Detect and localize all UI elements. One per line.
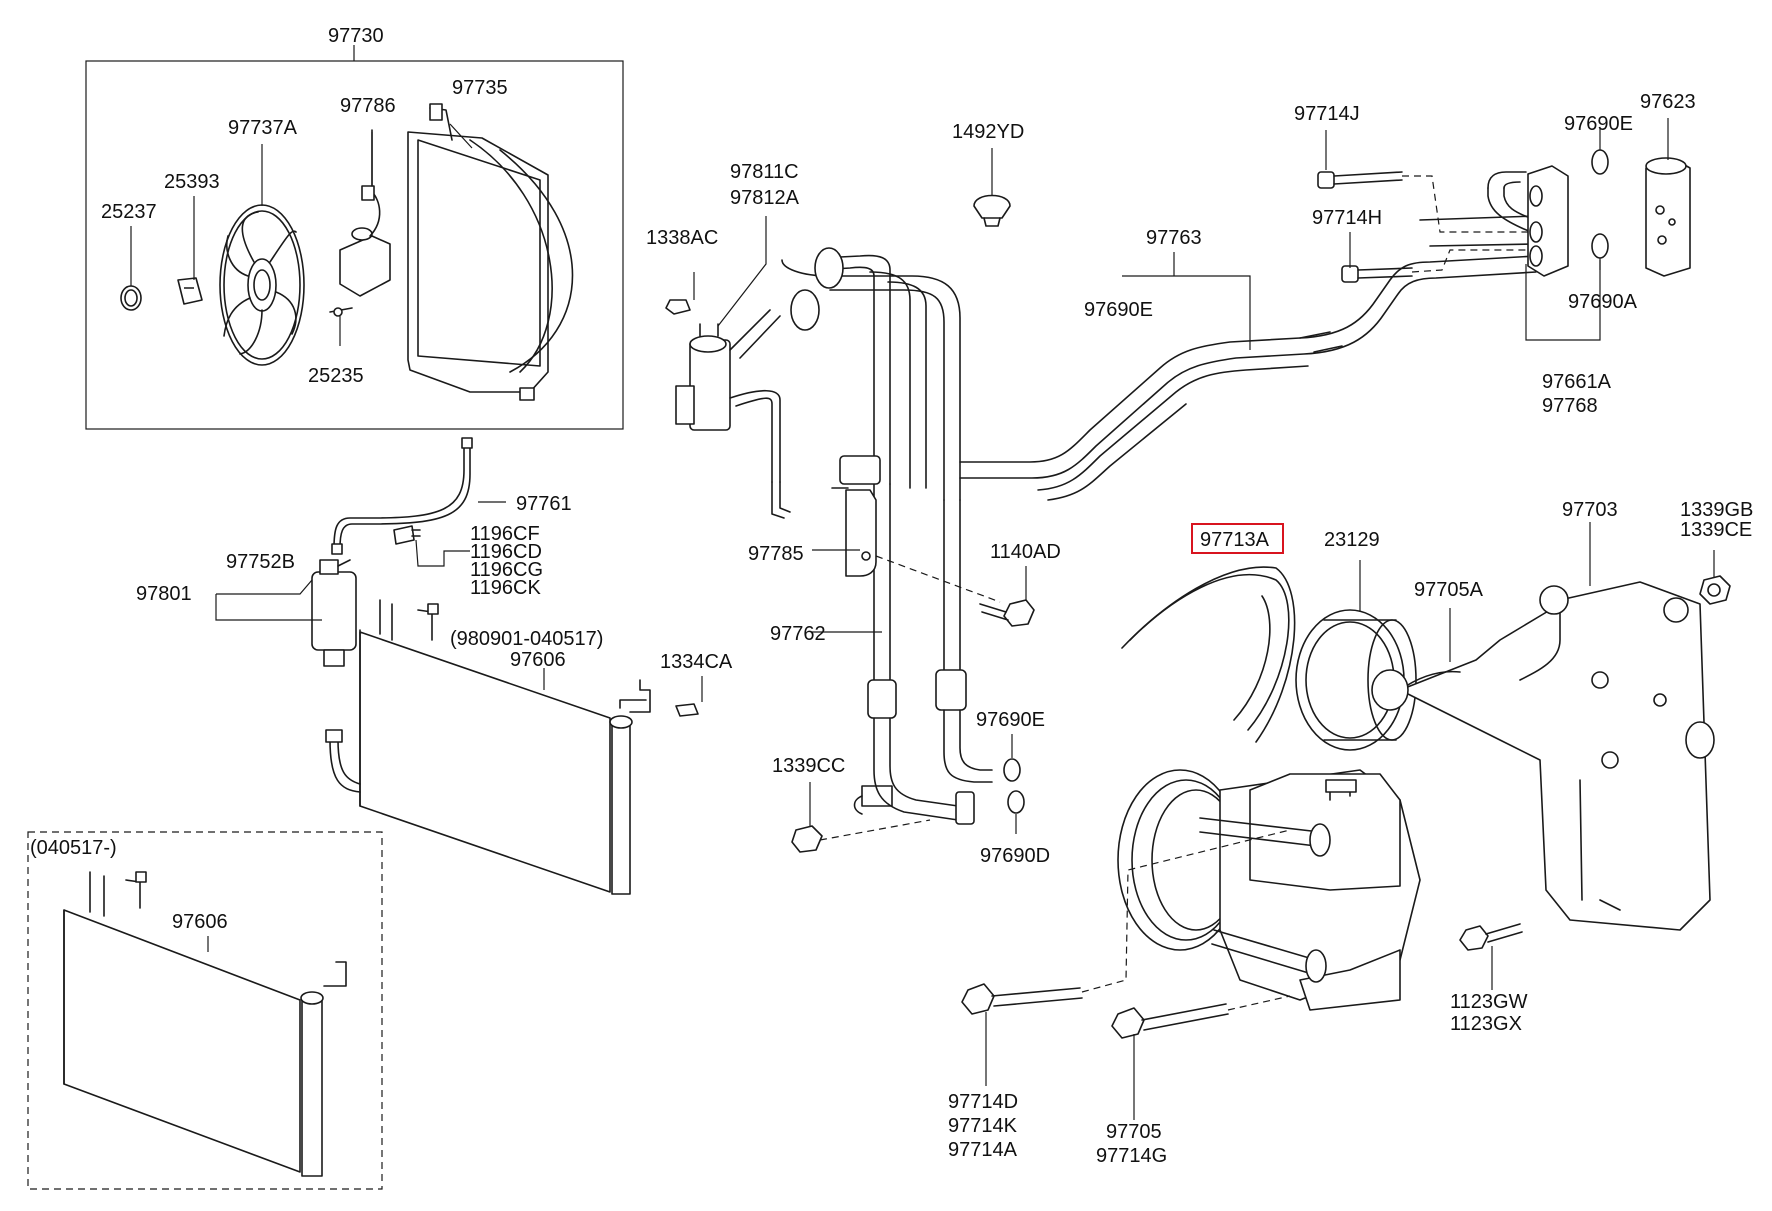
oring-97690E-mid (1003, 758, 1021, 782)
label-1339GB: 1339GB (1680, 499, 1753, 521)
piping-group (665, 149, 1691, 853)
label-97690A: 97690A (1568, 291, 1638, 313)
label-97811C: 97811C (730, 161, 799, 183)
label-97752B: 97752B (226, 551, 295, 573)
nut-1339GB (1699, 575, 1731, 605)
label-97690D: 97690D (980, 845, 1050, 867)
label-97762: 97762 (770, 623, 826, 645)
bolt-97705 (1111, 1003, 1229, 1039)
oring-97690D (1007, 790, 1025, 814)
fan-motor (329, 129, 391, 317)
pipe-97761 (333, 445, 465, 549)
label-980901: (980901-040517) (450, 628, 603, 650)
label-1492YD: 1492YD (952, 121, 1024, 143)
label-97801: 97801 (136, 583, 192, 605)
label-97737A: 97737A (228, 117, 298, 139)
label-25393: 25393 (164, 171, 220, 193)
compressor-body (1117, 769, 1421, 1011)
bolt-1140AD (979, 599, 1035, 627)
expansion-valve (665, 299, 781, 483)
label-1196CK: 1196CK (470, 577, 541, 599)
plug-1196 (393, 525, 415, 545)
part-labels: 97730 97735 97786 97737A 25393 25237 252… (30, 25, 1753, 1167)
variant-box (27, 831, 383, 1190)
label-97714A: 97714A (948, 1139, 1018, 1161)
label-97705: 97705 (1106, 1121, 1162, 1143)
clip-1492YD (973, 194, 1011, 219)
label-97735: 97735 (452, 77, 508, 99)
label-97768: 97768 (1542, 395, 1598, 417)
label-1196CD: 1196CD (470, 541, 542, 563)
bolt-97714D (961, 983, 1083, 1015)
label-040517: (040517-) (30, 837, 117, 859)
condenser-lower-group (27, 831, 383, 1190)
label-97690E-mid: 97690E (976, 709, 1045, 731)
label-97606-lower: 97606 (172, 911, 228, 933)
label-97703: 97703 (1562, 499, 1618, 521)
label-97730: 97730 (328, 25, 384, 47)
label-97714D: 97714D (948, 1091, 1018, 1113)
label-25235: 25235 (308, 365, 364, 387)
expansion-block-97623 (1645, 157, 1691, 277)
bolt-97714J (1317, 171, 1403, 189)
nut-1339CC (791, 825, 823, 853)
label-97714G: 97714G (1096, 1145, 1167, 1167)
label-1123GW: 1123GW (1450, 991, 1528, 1013)
bolt-1123GW (1459, 923, 1523, 951)
label-97812A: 97812A (730, 187, 800, 209)
label-97785: 97785 (748, 543, 804, 565)
nut-1338AC (665, 299, 691, 315)
label-1339CC: 1339CC (772, 755, 845, 777)
drive-belt (1121, 566, 1296, 743)
condenser-upper (325, 599, 651, 895)
compressor-group (961, 575, 1731, 1039)
label-25237: 25237 (101, 201, 157, 223)
compressor-bracket (1399, 581, 1711, 931)
bracket-1334CA (675, 703, 699, 717)
bolt-97714H (1341, 265, 1413, 283)
label-97661A: 97661A (1542, 371, 1612, 393)
label-1123GX: 1123GX (1450, 1013, 1522, 1035)
condenser-group (311, 437, 699, 895)
label-1339CE: 1339CE (1680, 519, 1752, 541)
label-1334CA: 1334CA (660, 651, 733, 673)
pipe-97763 (959, 255, 1537, 463)
label-97606-upper: 97606 (510, 649, 566, 671)
label-97713A: 97713A (1200, 529, 1270, 551)
label-1196CF: 1196CF (470, 523, 540, 545)
label-97623: 97623 (1640, 91, 1696, 113)
receiver-drier (311, 559, 357, 667)
label-97705A: 97705A (1414, 579, 1484, 601)
fan-shroud (407, 103, 574, 401)
label-97786: 97786 (340, 95, 396, 117)
label-97761: 97761 (516, 493, 572, 515)
label-97714J: 97714J (1294, 103, 1360, 125)
highlight-box-97713A (1191, 523, 1284, 554)
label-97690E-left: 97690E (1084, 299, 1153, 321)
clip-25393 (177, 277, 203, 305)
label-97763: 97763 (1146, 227, 1202, 249)
label-97714H: 97714H (1312, 207, 1382, 229)
label-97714K: 97714K (948, 1115, 1018, 1137)
pulley-23129 (1295, 609, 1417, 751)
leader-lines (130, 118, 1715, 1120)
fan-assembly-group (85, 45, 624, 430)
hose-97762-a (819, 254, 891, 485)
label-23129: 23129 (1324, 529, 1380, 551)
label-1140AD: 1140AD (990, 541, 1061, 563)
label-1196CG: 1196CG (470, 559, 543, 581)
label-97690E-top: 97690E (1564, 113, 1633, 135)
label-1338AC: 1338AC (646, 227, 718, 249)
fan-blade (219, 204, 305, 366)
oring-97690A (1591, 233, 1609, 259)
oring-97690E-top (1591, 149, 1609, 175)
